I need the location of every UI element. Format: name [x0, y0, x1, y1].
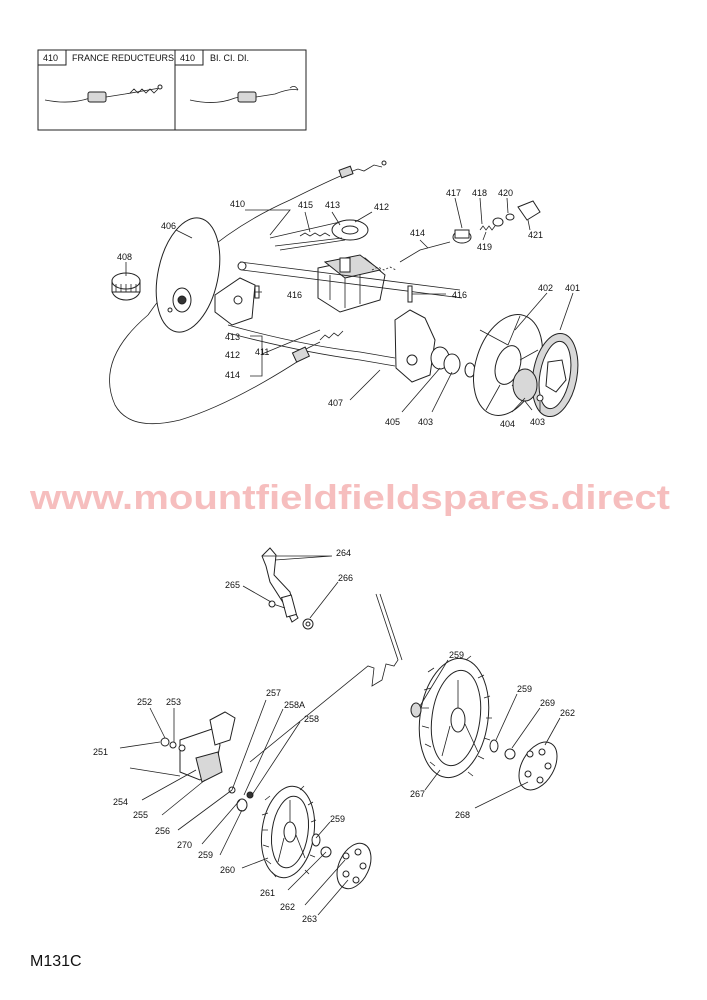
- callout-403-right: 403: [530, 417, 545, 427]
- callout-270: 270: [177, 840, 192, 850]
- pulley-disk-406: [155, 217, 221, 333]
- callout-253: 253: [166, 697, 181, 707]
- callout-415: 415: [298, 200, 313, 210]
- callouts-upper: 410 406 415 413 412 417 418 420 419 421 …: [117, 188, 580, 429]
- inset-left-code: 410: [43, 53, 58, 63]
- callout-411: 411: [255, 347, 269, 357]
- callout-405: 405: [385, 417, 400, 427]
- callout-414-lower: 414: [225, 370, 240, 380]
- callout-269: 269: [540, 698, 555, 708]
- callout-420: 420: [498, 188, 513, 198]
- wheel-267: [418, 655, 492, 779]
- callout-255: 255: [133, 810, 148, 820]
- callout-259-front-left: 259: [198, 850, 213, 860]
- callout-267: 267: [410, 789, 425, 799]
- gearbox: [317, 254, 397, 313]
- callout-414: 414: [410, 228, 425, 238]
- callout-259-rear-right: 259: [517, 684, 532, 694]
- callout-258: 258: [304, 714, 319, 724]
- callout-266: 266: [338, 573, 353, 583]
- callout-268: 268: [455, 810, 470, 820]
- callout-259-front-right: 259: [330, 814, 345, 824]
- callout-263: 263: [302, 914, 317, 924]
- callout-419: 419: [477, 242, 492, 252]
- callout-404: 404: [500, 419, 515, 429]
- drive-assembly: [109, 160, 579, 425]
- callout-264: 264: [336, 548, 351, 558]
- pinion-404: [512, 368, 538, 402]
- hubcap-263: [336, 842, 372, 890]
- nut-408: [111, 272, 141, 301]
- callout-262-rear: 262: [560, 708, 575, 718]
- page-code: M131C: [30, 953, 82, 970]
- callout-260: 260: [220, 865, 235, 875]
- callout-252: 252: [137, 697, 152, 707]
- callout-412: 412: [374, 202, 389, 212]
- callout-258A: 258A: [284, 700, 305, 710]
- cable-variant-inset: 410 FRANCE REDUCTEURS 410 BI. CI. DI.: [37, 49, 307, 131]
- callout-256: 256: [155, 826, 170, 836]
- watermark-url: www.mountfieldfieldspares.direct: [29, 479, 670, 517]
- callout-257: 257: [266, 688, 281, 698]
- callout-416-left: 416: [287, 290, 302, 300]
- callout-412-lower: 412: [225, 350, 240, 360]
- callout-403-left: 403: [418, 417, 433, 427]
- callout-261: 261: [260, 888, 275, 898]
- callout-413-lower: 413: [225, 332, 240, 342]
- cable-410: [109, 314, 301, 425]
- hubcap-268: [518, 741, 558, 791]
- callout-254: 254: [113, 797, 128, 807]
- callout-410: 410: [230, 199, 245, 209]
- callouts-lower: 264 265 266 259 259 269 262 267 268 252 …: [93, 548, 575, 924]
- callout-262-front: 262: [280, 902, 295, 912]
- callout-408: 408: [117, 252, 132, 262]
- inset-right-code: 410: [180, 53, 195, 63]
- callout-421: 421: [528, 230, 543, 240]
- callout-401: 401: [565, 283, 580, 293]
- callout-406: 406: [161, 221, 176, 231]
- bracket-right: [394, 309, 436, 383]
- wheel-assembly: [129, 547, 558, 890]
- inset-left-title: FRANCE REDUCTEURS: [72, 53, 174, 63]
- callout-251: 251: [93, 747, 108, 757]
- wheel-260: [260, 785, 317, 879]
- callout-413: 413: [325, 200, 340, 210]
- callout-418: 418: [472, 188, 487, 198]
- inset-right-title: BI. CI. DI.: [210, 53, 249, 63]
- callout-417: 417: [446, 188, 461, 198]
- callout-265: 265: [225, 580, 240, 590]
- callout-402: 402: [538, 283, 553, 293]
- leader-lines-lower: [119, 555, 561, 916]
- spring-413: [299, 232, 331, 237]
- cap-421: [517, 200, 541, 221]
- leader-lines-upper: [125, 197, 574, 413]
- callout-407: 407: [328, 398, 343, 408]
- callout-416-right: 416: [452, 290, 467, 300]
- gear-401: [531, 332, 579, 418]
- callout-259-rear-left: 259: [449, 650, 464, 660]
